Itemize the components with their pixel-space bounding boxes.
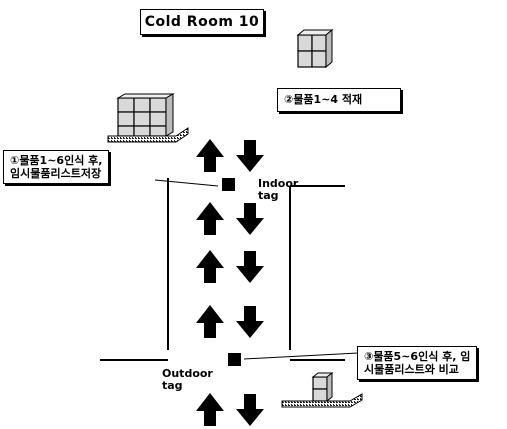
callout-step3: ③물품5~6인식 후, 임 시물품리스트와 비교 xyxy=(357,346,478,380)
indoor-tag-label: Indoor tag xyxy=(258,177,299,202)
callout-step2-text: ②물품1~4 적재 xyxy=(284,93,363,106)
callout-step1-line1: ①물품1~6인식 후, xyxy=(10,154,103,167)
callout-step1-line2: 임시물품리스트저장 xyxy=(10,167,102,180)
callout-pointers xyxy=(154,179,359,360)
up-arrow-icon xyxy=(196,393,224,426)
pointer-step3 xyxy=(243,352,359,360)
pallet-boxes-icon xyxy=(281,371,363,408)
down-arrow-icon xyxy=(236,394,264,426)
arrow-pair-4 xyxy=(196,305,264,338)
indoor-tag-icon xyxy=(222,178,235,191)
down-arrow-icon xyxy=(236,203,264,235)
callout-step3-line1: ③물품5~6인식 후, 임 xyxy=(364,350,471,363)
callout-step3-line2: 시물품리스트와 비교 xyxy=(364,363,459,376)
stacked-boxes-icon xyxy=(296,28,334,69)
outdoor-tag-label: Outdoor tag xyxy=(162,367,213,392)
down-arrow-icon xyxy=(236,140,264,172)
up-arrow-icon xyxy=(196,250,224,283)
arrow-pair-5 xyxy=(196,393,264,426)
pallet-boxes-icon xyxy=(107,93,189,143)
diagram-title: Cold Room 10 xyxy=(140,9,264,35)
down-arrow-icon xyxy=(236,306,264,338)
arrow-pair-2 xyxy=(196,202,264,235)
up-arrow-icon xyxy=(196,305,224,338)
down-arrow-icon xyxy=(236,251,264,283)
pointer-step1 xyxy=(154,179,219,187)
callout-step2: ②물품1~4 적재 xyxy=(277,88,401,112)
arrow-pair-3 xyxy=(196,250,264,283)
up-arrow-icon xyxy=(196,139,224,172)
arrow-pair-1 xyxy=(196,139,264,172)
outdoor-tag-icon xyxy=(228,353,241,366)
cold-room-walls xyxy=(100,178,345,361)
callout-step1: ①물품1~6인식 후, 임시물품리스트저장 xyxy=(3,150,110,184)
up-arrow-icon xyxy=(196,202,224,235)
